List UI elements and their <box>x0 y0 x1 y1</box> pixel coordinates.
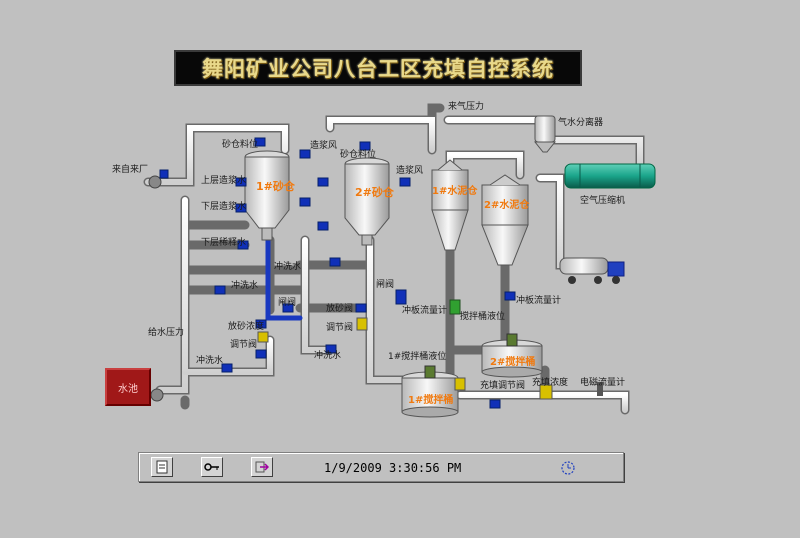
fill-control-valve-label: 充填调节阀 <box>480 381 526 391</box>
cement-bin-1-tank <box>431 159 469 251</box>
flush-water-1-label: 冲洗水 <box>274 262 302 272</box>
mixer-2-level-label: 搅拌桶液位 <box>460 312 506 322</box>
sand-discharge-valve-label: 放砂阀 <box>326 304 354 314</box>
control-valve-2-label: 调节阀 <box>326 323 354 333</box>
mixer-2-label: 2#搅拌桶 <box>490 357 536 368</box>
gate-valve-1-label: 闸阀 <box>278 298 297 308</box>
electromagnetic-flowmeter-label: 电磁流量计 <box>580 378 626 388</box>
instruments <box>257 299 603 400</box>
lower-slurry-water-label: 下层造浆水 <box>201 202 247 212</box>
exit-button[interactable] <box>251 457 273 477</box>
water-pump <box>148 175 164 402</box>
slurry-air-1-label: 造浆风 <box>310 141 338 151</box>
mixer-1-tank <box>401 365 459 418</box>
status-bar: 1/9/2009 3:30:56 PM <box>138 452 624 482</box>
sand-bin-2-tank <box>344 157 390 246</box>
sand-bin-1-label: 1#砂仓 <box>256 180 295 193</box>
cement-truck <box>559 257 625 284</box>
flush-water-4-label: 冲洗水 <box>196 356 224 366</box>
fill-density-label: 充填浓度 <box>532 378 569 388</box>
exit-arrow-icon <box>255 461 269 473</box>
air-water-separator <box>533 115 557 153</box>
sand-bin-2-label: 2#砂仓 <box>355 186 394 199</box>
inlet-air-pressure-label: 来气压力 <box>448 102 485 112</box>
lower-dilution-water-label: 下层稀释水 <box>201 238 247 248</box>
mixer-1-label: 1#搅拌桶 <box>408 395 454 406</box>
slurry-air-2-label: 造浆风 <box>396 166 424 176</box>
sand-bin-level-2-label: 砂仓料位 <box>340 150 377 160</box>
water-pool[interactable]: 水池 <box>105 368 151 406</box>
mixer-1-level-label: 1#搅拌桶液位 <box>388 352 447 362</box>
water-pool-label: 水池 <box>118 383 138 395</box>
sand-bin-level-1-label: 砂仓料位 <box>222 140 259 150</box>
page-title: 舞阳矿业公司八台工区充填自控系统 <box>202 56 554 81</box>
datetime-display: 1/9/2009 3:30:56 PM <box>324 461 462 475</box>
title-banner: 舞阳矿业公司八台工区充填自控系统 <box>174 50 582 86</box>
valves <box>159 137 516 409</box>
upper-slurry-water-label: 上层造浆水 <box>201 176 247 186</box>
impact-flowmeter-1-label: 冲板流量计 <box>402 306 448 316</box>
air-water-separator-label: 气水分离器 <box>558 118 604 128</box>
cement-bin-1-label: 1#水泥仓 <box>432 186 478 197</box>
document-icon <box>156 460 168 474</box>
air-compressor <box>564 163 656 189</box>
air-compressor-label: 空气压缩机 <box>580 196 626 206</box>
login-button[interactable] <box>201 457 223 477</box>
supply-pressure-label: 给水压力 <box>148 328 185 338</box>
cement-bin-2-label: 2#水泥仓 <box>484 200 530 211</box>
impact-flowmeter-2-label: 冲板流量计 <box>516 296 562 306</box>
clock-icon[interactable] <box>559 459 577 477</box>
gate-valve-2-label: 闸阀 <box>376 280 395 290</box>
key-icon <box>204 463 219 471</box>
water-source-label: 来自来厂 <box>112 165 149 175</box>
sand-bin-1-tank <box>244 150 290 241</box>
flush-water-2-label: 冲洗水 <box>231 281 259 291</box>
mixer-2-tank <box>481 333 543 378</box>
sand-density-label: 放砂浓度 <box>228 322 265 332</box>
control-valve-1-label: 调节阀 <box>230 340 258 350</box>
cement-bin-2-tank <box>481 174 529 266</box>
document-button[interactable] <box>151 457 173 477</box>
flush-water-3-label: 冲洗水 <box>314 351 342 361</box>
